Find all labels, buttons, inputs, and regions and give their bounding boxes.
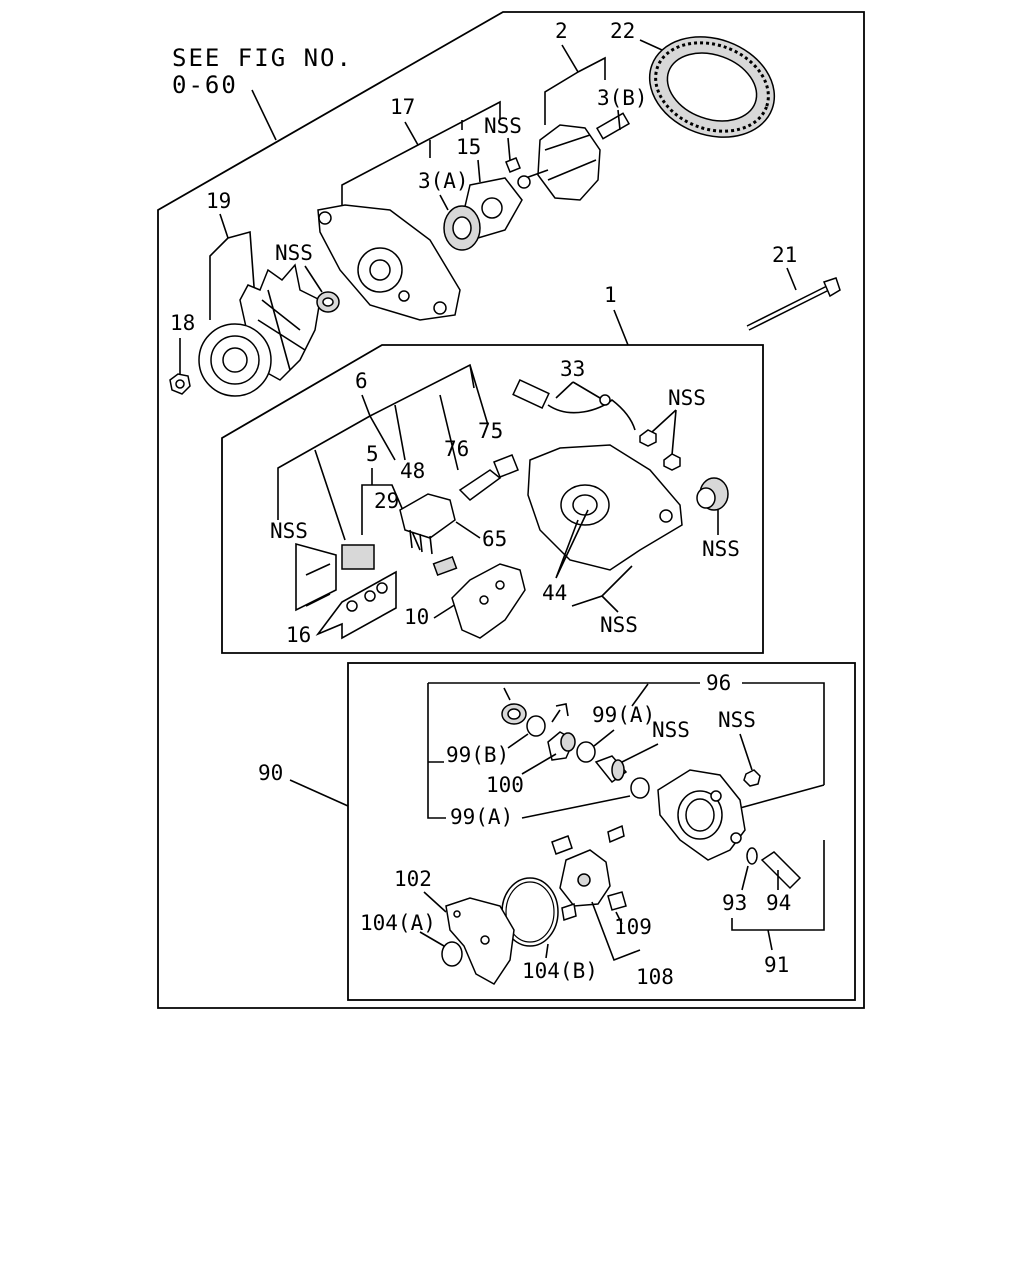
label-44: 44	[542, 581, 567, 605]
label-1: 1	[604, 283, 617, 307]
figure-ref-line2: 0-60	[172, 71, 238, 99]
plate-75-part	[493, 454, 519, 478]
label-65: 65	[482, 527, 507, 551]
label-nss-left: NSS	[270, 519, 308, 543]
label-16: 16	[286, 623, 311, 647]
label-nss-frame: NSS	[600, 613, 638, 637]
vacuum-pump-box	[347, 662, 856, 1001]
rear-housing-part	[527, 444, 683, 571]
oring-99b-part	[526, 715, 546, 737]
sleeve-part	[696, 477, 729, 511]
seal-104b-part	[501, 877, 559, 947]
label-33: 33	[560, 357, 585, 381]
label-17: 17	[390, 95, 415, 119]
rectifier-part	[451, 563, 526, 639]
through-bolt-part	[746, 277, 841, 331]
label-90: 90	[258, 761, 283, 785]
front-housing-part	[317, 204, 461, 321]
oring-99a-bottom-part	[630, 777, 650, 799]
elbow-part	[551, 703, 569, 723]
label-nss-top: NSS	[484, 114, 522, 138]
stator-part	[648, 36, 776, 138]
label-102: 102	[394, 867, 432, 891]
label-76: 76	[444, 437, 469, 461]
label-96: 96	[706, 671, 731, 695]
oring-104a-part	[441, 941, 463, 967]
fitting-part	[501, 703, 527, 725]
label-94: 94	[766, 891, 791, 915]
nuts-part	[639, 429, 681, 471]
screws-left-part	[305, 563, 331, 607]
label-99a-top: 99(A)	[592, 703, 655, 727]
label-75: 75	[478, 419, 503, 443]
label-2: 2	[555, 19, 568, 43]
figure-ref-line1: SEE FIG NO.	[172, 44, 353, 72]
hose-100-part	[547, 731, 576, 761]
ring-93-part	[746, 847, 758, 865]
label-104b: 104(B)	[522, 959, 598, 983]
rear-assembly-box	[221, 344, 764, 654]
nut-18-part	[169, 373, 191, 395]
cover-102-part	[445, 897, 515, 985]
label-nss-sleeve: NSS	[702, 537, 740, 561]
label-21: 21	[772, 243, 797, 267]
label-18: 18	[170, 311, 195, 335]
connector-76-part	[458, 469, 502, 501]
screws-16-part	[346, 582, 388, 612]
label-3a: 3(A)	[418, 169, 469, 193]
label-15: 15	[456, 135, 481, 159]
pump-rotor-part	[551, 824, 627, 921]
brush-holder-part	[399, 493, 458, 577]
pulley-part	[198, 323, 272, 397]
union-part	[594, 755, 628, 784]
wire-harness-part	[512, 378, 636, 431]
label-22: 22	[610, 19, 635, 43]
pin-94-part	[760, 851, 802, 890]
oring-99a-top-part	[576, 741, 596, 763]
label-29: 29	[374, 489, 399, 513]
label-nss-nuts: NSS	[668, 386, 706, 410]
label-99a-bottom: 99(A)	[450, 805, 513, 829]
label-108: 108	[636, 965, 674, 989]
label-nss-pump: NSS	[718, 708, 756, 732]
label-19: 19	[206, 189, 231, 213]
label-91: 91	[764, 953, 789, 977]
rotor-part	[517, 112, 631, 201]
label-nss-screw: NSS	[652, 718, 690, 742]
label-6: 6	[355, 369, 368, 393]
screw-small-part	[505, 157, 521, 173]
label-104a: 104(A)	[360, 911, 436, 935]
label-10: 10	[404, 605, 429, 629]
regulator-part	[341, 544, 375, 570]
label-93: 93	[722, 891, 747, 915]
label-48: 48	[400, 459, 425, 483]
label-3b: 3(B)	[597, 86, 648, 110]
pump-housing-part	[657, 769, 746, 861]
bolt-pump-part	[743, 769, 761, 787]
label-99b: 99(B)	[446, 743, 509, 767]
label-nss-bush: NSS	[275, 241, 313, 265]
bearing-3a-part	[443, 205, 481, 251]
outer-frame	[157, 11, 865, 1009]
label-5: 5	[366, 442, 379, 466]
bushing-part	[316, 291, 340, 313]
label-100: 100	[486, 773, 524, 797]
